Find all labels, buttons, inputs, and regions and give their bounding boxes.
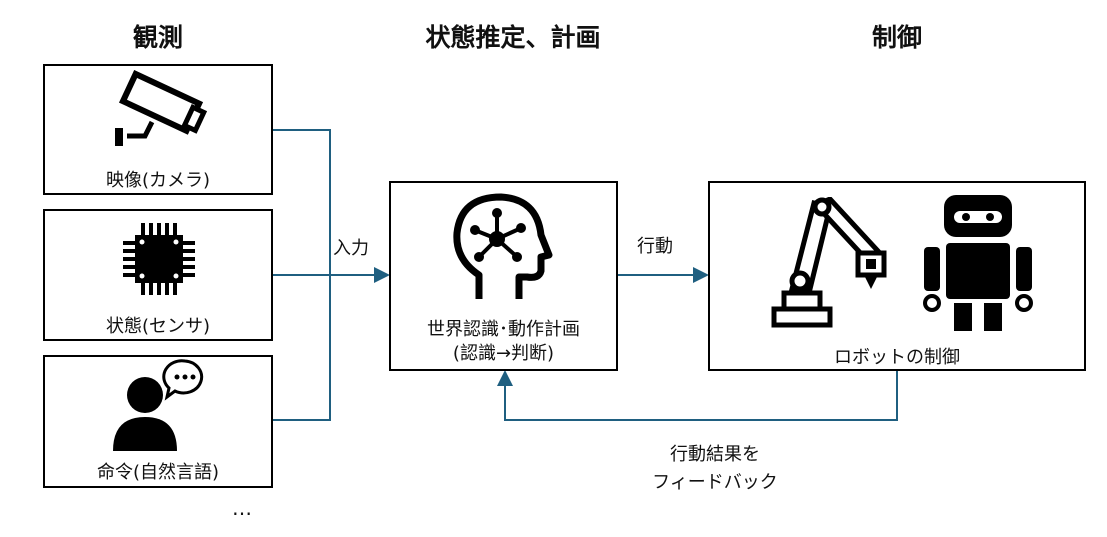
input-label-camera: 映像(カメラ) xyxy=(105,170,211,191)
planner-label-line2: (認識→判断) xyxy=(452,343,555,364)
input-box-language: 命令(自然言語) xyxy=(43,355,273,488)
heading-control: 制御 xyxy=(871,23,922,52)
speaking-person-icon xyxy=(113,359,204,451)
security-camera-icon xyxy=(115,70,207,146)
heading-observe: 観測 xyxy=(132,23,183,52)
feedback-label-line2: フィードバック xyxy=(652,472,778,493)
input-label-sensor: 状態(センサ) xyxy=(105,316,211,337)
input-arrow-label: 入力 xyxy=(333,238,369,259)
action-arrow-label: 行動 xyxy=(637,236,673,257)
input-label-language: 命令(自然言語) xyxy=(96,462,220,483)
planner-box: 世界認識･動作計画 (認識→判断) xyxy=(389,181,618,371)
robot-label: ロボットの制御 xyxy=(834,347,960,368)
robot-arm-icon xyxy=(771,197,887,328)
planner-label-line1: 世界認識･動作計画 xyxy=(427,319,580,340)
input-box-sensor: 状態(センサ) xyxy=(43,209,273,341)
heading-estimate: 状態推定、計画 xyxy=(425,23,601,52)
robot-icon xyxy=(923,195,1033,331)
robot-box: ロボットの制御 xyxy=(708,181,1086,371)
feedback-arrow xyxy=(497,370,898,421)
more-ellipsis: … xyxy=(232,496,252,520)
brain-head-icon xyxy=(453,193,553,299)
input-box-camera: 映像(カメラ) xyxy=(43,64,273,195)
chip-icon xyxy=(123,223,195,295)
feedback-label-line1: 行動結果を xyxy=(670,444,760,465)
